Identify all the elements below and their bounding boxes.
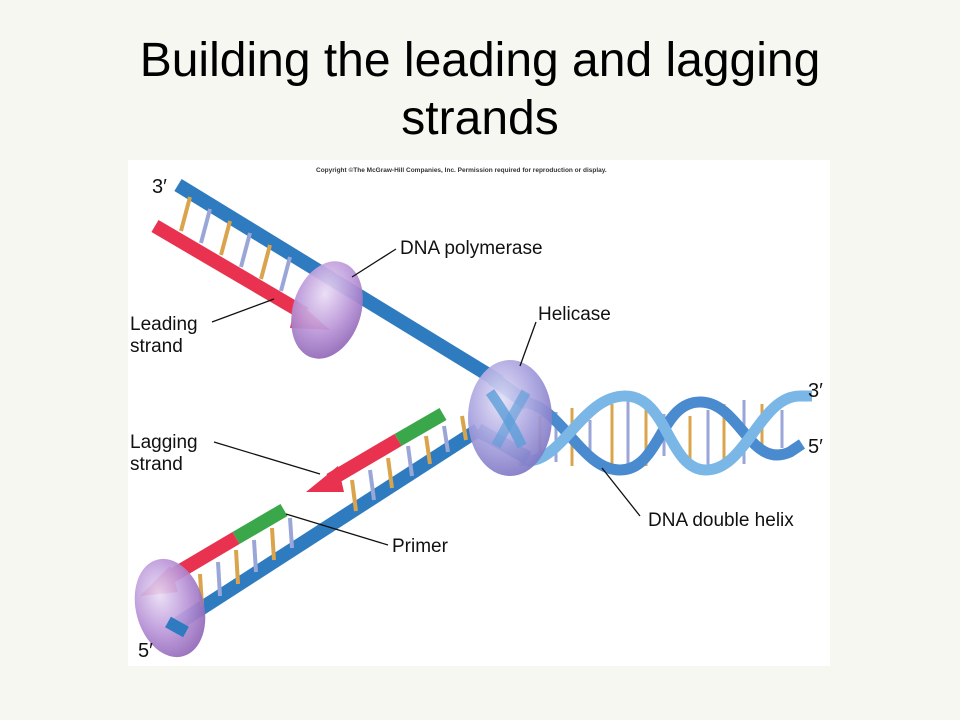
lagging-fragment-1 [326,433,402,487]
page-title: Building the leading and lagging strands [139,34,821,145]
label-helicase: Helicase [538,304,611,325]
label-leading-strand: Leading strand [130,314,198,357]
label-dna-polymerase: DNA polymerase [400,238,543,259]
lagging-primer-2 [232,503,288,545]
end-label-right-top: 3′ [808,380,823,402]
end-label-top-left: 3′ [152,176,167,198]
end-label-bottom-left: 5′ [138,640,153,662]
lower-template-strand [170,424,482,632]
lagging-arrowhead-1 [306,466,344,492]
upper-base-pairs [179,196,292,292]
lagging-primer-1 [394,407,447,447]
leader-lines [211,248,641,546]
label-lagging-strand: Lagging strand [130,432,198,475]
leading-strand-line [151,219,309,321]
dna-double-helix [518,390,812,476]
end-label-right-bottom: 5′ [808,436,823,458]
copyright-notice: Copyright ©The McGraw-Hill Companies, In… [316,167,607,174]
dna-polymerase-lower [134,558,206,658]
label-dna-double-helix: DNA double helix [648,510,794,531]
label-primer: Primer [392,536,448,557]
dna-polymerase-upper [291,261,363,359]
